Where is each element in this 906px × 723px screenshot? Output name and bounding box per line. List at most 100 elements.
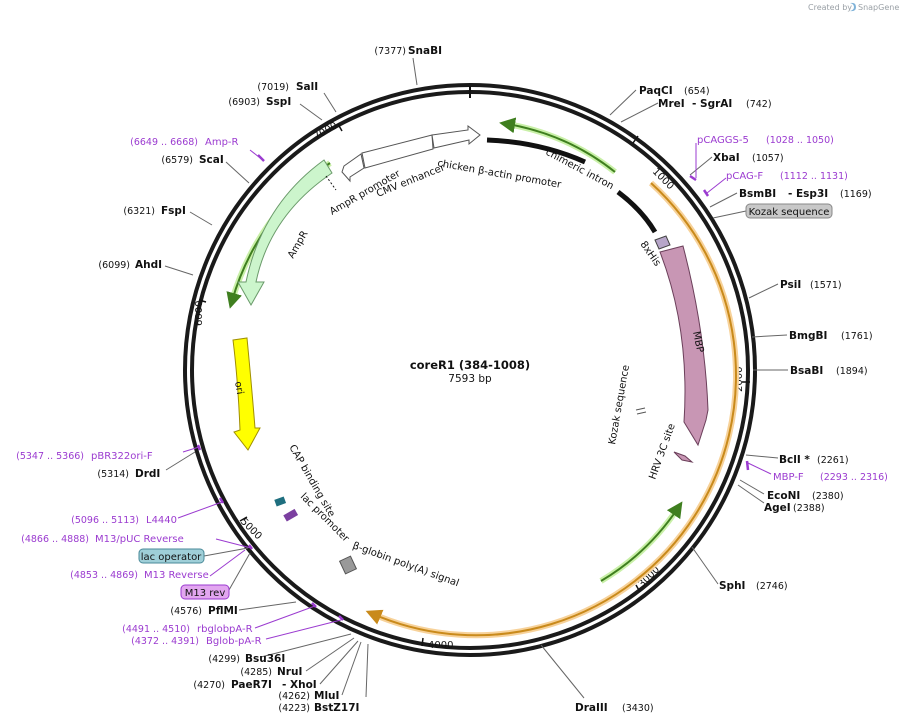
site-name-agei: AgeI — [764, 502, 791, 514]
primer-pos-rbglobpa-r: (4491 .. 4510) — [122, 624, 190, 635]
site-pos-ahdi: (6099) — [98, 260, 130, 271]
site-name-sspi: SspI — [266, 96, 291, 108]
site-pos-agei: (2388) — [793, 503, 825, 514]
site-name-econi: EcoNI — [767, 490, 800, 502]
primer-name-pcag-f: pCAG-F — [726, 171, 763, 182]
site-name-xhoi: - XhoI — [282, 679, 317, 691]
primer-name-l4440: L4440 — [146, 515, 177, 526]
primer-marks — [196, 154, 750, 621]
site-pos-draiii: (3430) — [622, 703, 654, 714]
site-name-ahdi: AhdI — [135, 259, 162, 271]
primer-pos-pcaggs-5: (1028 .. 1050) — [766, 135, 834, 146]
lac-operator-box — [138, 548, 205, 564]
site-pos-bstz17i: (4223) — [278, 703, 310, 714]
primer-name-pcaggs-5: pCAGGS-5 — [697, 135, 749, 146]
cmv-enhancer-shape — [361, 134, 434, 169]
site-name-sphi: SphI — [719, 580, 745, 592]
site-name-esp3i: - Esp3I — [788, 188, 828, 200]
intron-arc — [499, 117, 616, 173]
ampr-promoter-shape — [341, 153, 365, 183]
cap-site-shape — [274, 496, 287, 507]
site-pos-psii: (1571) — [810, 280, 842, 291]
m13-rev-box-label: M13 rev — [185, 588, 226, 599]
site-pos-pflmi: (4576) — [170, 606, 202, 617]
site-pos-paqci: (654) — [684, 86, 710, 97]
site-pos-mrei: (742) — [746, 99, 772, 110]
kozak-inner-mark-2 — [636, 411, 647, 415]
label-mbp: MBP — [690, 330, 705, 353]
primer-name-m13-reverse: M13 Reverse — [144, 570, 209, 581]
primer-name-amp-r: Amp-R — [205, 137, 239, 148]
site-name-paqci: PaqCI — [639, 85, 673, 97]
site-name-pflmi: PflMI — [208, 605, 238, 617]
tick-label-4000: 4000 — [428, 640, 453, 651]
site-pos-econi: (2380) — [812, 491, 844, 502]
label-kozak-inner: Kozak sequence — [607, 364, 632, 445]
site-pos-bsu36i: (4299) — [208, 654, 240, 665]
lac-operator-box-label: lac operator — [141, 552, 202, 563]
label-ampr: AmpR — [286, 229, 310, 260]
globin-signal-shape — [338, 555, 358, 575]
site-name-psii: PsiI — [780, 279, 801, 291]
ori-shape — [232, 337, 261, 451]
label-ori: ori — [232, 381, 245, 396]
primer-arc — [600, 501, 683, 582]
tick-label-2000: 2000 — [734, 367, 745, 392]
site-pos-mlui: (4262) — [278, 691, 310, 702]
chicken-promoter-arc — [486, 137, 587, 165]
kozak-inner-mark — [635, 407, 646, 411]
site-pos-bsabi: (1894) — [836, 366, 868, 377]
site-name-xbai: XbaI — [713, 152, 740, 164]
site-pos-bcli: (2261) — [817, 455, 849, 466]
primer-pos-m13-puc-reverse: (4866 .. 4888) — [21, 534, 89, 545]
site-leaders — [164, 57, 788, 699]
site-name-scai: ScaI — [199, 154, 224, 166]
primer-name-pbr322ori-f: pBR322ori-F — [91, 451, 153, 462]
plasmid-length: 7593 bp — [448, 373, 492, 385]
site-pos-sphi: (2746) — [756, 581, 788, 592]
site-name-bsabi: BsaBI — [790, 365, 823, 377]
site-pos-nrui: (4285) — [240, 667, 272, 678]
site-pos-paer7i: (4270) — [193, 680, 225, 691]
chicken-promoter-shape — [431, 125, 481, 149]
credit-prefix: Created by — [808, 3, 852, 12]
credit-brand: SnapGene — [858, 3, 899, 12]
m13-rev-box — [180, 584, 230, 600]
site-name-sali: SalI — [296, 81, 318, 93]
plasmid-name: coreR1 (384-1008) — [410, 358, 530, 372]
primer-pos-bglob-pa-r: (4372 .. 4391) — [131, 636, 199, 647]
primer-name-rbglobpa-r: rbglobpA-R — [197, 624, 253, 635]
primer-leaders — [177, 143, 772, 640]
intron-black-arc — [616, 190, 658, 234]
primer-pos-pbr322ori-f: (5347 .. 5366) — [16, 451, 84, 462]
ampr-dash — [325, 175, 337, 191]
primer-name-mbp-f: MBP-F — [773, 472, 804, 483]
mbp-shape — [659, 245, 709, 447]
lac-promoter-shape — [283, 508, 299, 522]
primer-name-bglob-pa-r: Bglob-pA-R — [206, 636, 262, 647]
primer-pos-amp-r: (6649 .. 6668) — [130, 137, 198, 148]
site-name-bcli: BclI * — [779, 454, 810, 466]
kozak-box — [745, 203, 833, 219]
site-pos-scai: (6579) — [161, 155, 193, 166]
snapgene-logo-icon — [850, 2, 856, 12]
site-name-bstz17i: BstZ17I — [314, 702, 359, 714]
box-leaders — [203, 210, 747, 591]
hrv-site-shape — [673, 451, 694, 463]
site-name-draiii: DraIII — [575, 702, 608, 714]
primer-pos-mbp-f: (2293 .. 2316) — [820, 472, 888, 483]
site-name-mrei: MreI — [658, 98, 685, 110]
primer-pos-l4440: (5096 .. 5113) — [71, 515, 139, 526]
tick-label-6000: 6000 — [194, 301, 205, 326]
site-name-snabi: SnaBI — [408, 45, 442, 57]
label-hrv-site: HRV 3C site — [647, 422, 677, 481]
site-pos-sali: (7019) — [257, 82, 289, 93]
site-pos-snabi: (7377) — [374, 46, 406, 57]
ampr-shape — [237, 159, 333, 307]
primer-pos-m13-reverse: (4853 .. 4869) — [70, 570, 138, 581]
site-pos-drdi: (5314) — [97, 469, 129, 480]
site-name-mlui: MluI — [314, 690, 339, 702]
primer-arc-halo — [599, 506, 681, 584]
site-name-fspi: FspI — [161, 205, 186, 217]
